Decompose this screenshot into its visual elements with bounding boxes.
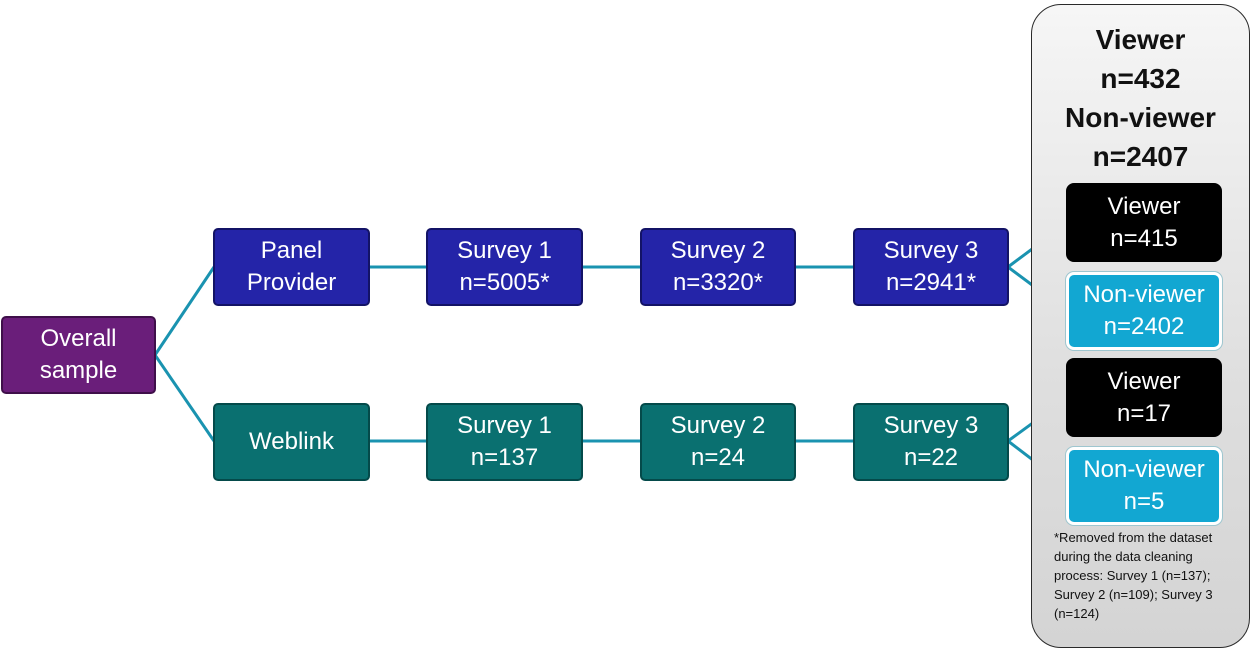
overall-sample-node: Overall sample: [1, 316, 156, 394]
weblink-nonviewer-label: Non-viewer: [1083, 456, 1205, 483]
weblink-viewer-label: Viewer: [1107, 367, 1181, 395]
panel-provider-line1: Panel: [260, 237, 323, 264]
weblink-survey1-count: n=137: [470, 444, 539, 471]
summary-totals: Viewer n=432 Non-viewer n=2407: [1031, 20, 1250, 176]
panel-nonviewer-count: n=2402: [1103, 313, 1185, 340]
panel-viewer-count: n=415: [1110, 224, 1178, 252]
panel-viewer-node: Viewer n=415: [1066, 183, 1222, 262]
panel-survey2-label: Survey 2: [670, 237, 766, 264]
footnote: *Removed from the dataset during the dat…: [1054, 530, 1213, 621]
summary-nonviewer-count: n=2407: [1092, 141, 1189, 172]
panel-survey2-count: n=3320*: [672, 269, 764, 296]
summary-viewer-label: Viewer: [1095, 24, 1186, 55]
panel-provider-node: Panel Provider: [213, 228, 370, 306]
weblink-survey2-count: n=24: [690, 444, 746, 471]
weblink-survey3-count: n=22: [903, 444, 959, 471]
connector-overall-panel: [153, 266, 216, 356]
panel-nonviewer-label: Non-viewer: [1083, 281, 1205, 308]
weblink-survey2-label: Survey 2: [670, 412, 766, 439]
panel-survey3-label: Survey 3: [883, 237, 979, 264]
connector-overall-weblink: [153, 354, 216, 442]
weblink-survey2-node: Survey 2 n=24: [640, 403, 796, 481]
weblink-survey1-node: Survey 1 n=137: [426, 403, 583, 481]
weblink-nonviewer-count: n=5: [1123, 488, 1165, 515]
panel-survey1-count: n=5005*: [459, 269, 550, 296]
overall-sample-line1: Overall: [40, 325, 117, 352]
overall-sample-line2: sample: [39, 357, 118, 384]
summary-nonviewer-label: Non-viewer: [1065, 102, 1216, 133]
panel-survey1-label: Survey 1: [457, 237, 552, 264]
weblink-nonviewer-node: Non-viewer n=5: [1066, 447, 1222, 525]
panel-nonviewer-node: Non-viewer n=2402: [1066, 272, 1222, 350]
weblink-viewer-node: Viewer n=17: [1066, 358, 1222, 437]
weblink-node: Weblink: [213, 403, 370, 481]
weblink-survey3-label: Survey 3: [883, 412, 979, 439]
weblink-survey3-node: Survey 3 n=22: [853, 403, 1009, 481]
panel-survey1-node: Survey 1 n=5005*: [426, 228, 583, 306]
panel-viewer-label: Viewer: [1107, 192, 1181, 220]
panel-survey3-node: Survey 3 n=2941*: [853, 228, 1009, 306]
weblink-survey1-label: Survey 1: [457, 412, 552, 439]
weblink-viewer-count: n=17: [1116, 399, 1172, 427]
panel-survey2-node: Survey 2 n=3320*: [640, 228, 796, 306]
weblink-label: Weblink: [249, 428, 334, 455]
panel-provider-line2: Provider: [246, 269, 337, 296]
summary-viewer-count: n=432: [1100, 63, 1181, 94]
panel-survey3-count: n=2941*: [885, 269, 977, 296]
